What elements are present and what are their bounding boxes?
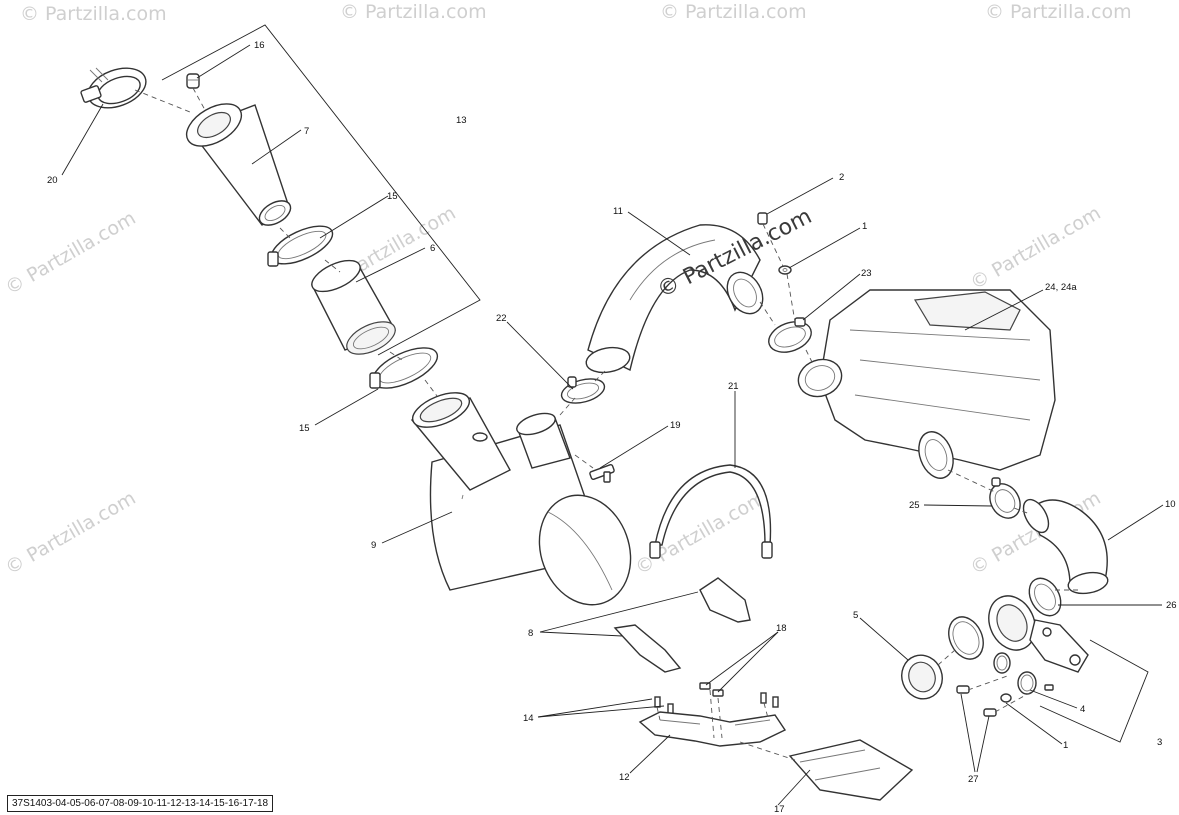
watermark-text: © Partzilla.com xyxy=(20,3,167,25)
callout-3: 3 xyxy=(1157,737,1162,748)
callout-17: 17 xyxy=(774,804,785,815)
callout-23: 23 xyxy=(861,268,872,279)
callout-12: 12 xyxy=(619,772,630,783)
callout-27: 27 xyxy=(968,774,979,785)
callout-18: 18 xyxy=(776,623,787,634)
watermark-text: © Partzilla.com xyxy=(2,487,140,579)
callout-26: 26 xyxy=(1166,600,1177,611)
callout-15-upper: 15 xyxy=(387,191,398,202)
callout-9: 9 xyxy=(371,540,376,551)
callout-24: 24, 24a xyxy=(1045,282,1077,293)
watermark-text: © Partzilla.com xyxy=(985,1,1132,23)
part-6-sleeve xyxy=(311,259,397,355)
part-4-screw xyxy=(1044,684,1054,691)
assembly-dash-lines xyxy=(134,87,1078,761)
part-17-shield xyxy=(788,739,914,801)
callout-6: 6 xyxy=(430,243,435,254)
callout-16: 16 xyxy=(254,40,265,51)
part-7-pipe xyxy=(185,103,292,226)
callout-22: 22 xyxy=(496,313,507,324)
callout-19: 19 xyxy=(670,420,681,431)
part-12-plate xyxy=(638,711,787,747)
watermark-text: © Partzilla.com xyxy=(2,207,140,299)
callout-8: 8 xyxy=(528,628,533,639)
watermark-text: © Partzilla.com xyxy=(660,1,807,23)
callout-1-top: 1 xyxy=(862,221,867,232)
part-15-clamp-upper xyxy=(267,225,334,267)
part-8-bracket-lower xyxy=(613,624,682,673)
callout-11: 11 xyxy=(613,206,623,217)
part-20-clamp xyxy=(80,67,147,109)
group-13-bracket xyxy=(161,24,481,356)
part-11-bent-pipe xyxy=(585,224,764,374)
part-21-strap xyxy=(649,464,773,559)
callout-15-lower: 15 xyxy=(299,423,310,434)
part-18-screws xyxy=(699,682,724,697)
callout-21: 21 xyxy=(728,381,739,392)
watermark-text: © Partzilla.com xyxy=(632,487,770,579)
callout-10: 10 xyxy=(1165,499,1176,510)
callout-5: 5 xyxy=(853,610,858,621)
part-5-ring xyxy=(901,654,943,700)
callout-7: 7 xyxy=(304,126,309,137)
part-10-elbow xyxy=(1022,498,1109,595)
part-3-outlet-assembly xyxy=(988,595,1089,673)
part-15-clamp-lower xyxy=(369,347,439,389)
part-9-muffler xyxy=(410,392,632,606)
leader-lines xyxy=(61,44,1164,806)
callout-labels: 20 16 7 13 15 6 15 9 2 1 11 23 24, 24a 2… xyxy=(47,40,1177,815)
callout-14: 14 xyxy=(523,713,534,724)
callout-2: 2 xyxy=(839,172,844,183)
watermark-text: © Partzilla.com xyxy=(340,1,487,23)
callout-4: 4 xyxy=(1080,704,1085,715)
callout-1-bottom: 1 xyxy=(1063,740,1068,751)
group-3-bracket xyxy=(1039,639,1149,743)
gasket-small xyxy=(993,652,1037,695)
part-19-sensor xyxy=(589,464,615,483)
part-23-clamp xyxy=(768,317,812,353)
gasket-large xyxy=(948,616,984,660)
callout-13: 13 xyxy=(456,115,467,126)
watermark-text: © Partzilla.com xyxy=(967,202,1105,294)
part-25-clamp xyxy=(989,477,1021,519)
diagram-code-label: 37S1403-04-05-06-07-08-09-10-11-12-13-14… xyxy=(7,795,274,812)
part-2-bolt xyxy=(757,212,768,225)
part-1-washer-bottom xyxy=(1000,693,1012,703)
part-24-resonator xyxy=(797,289,1056,479)
part-8-bracket-upper xyxy=(699,577,751,623)
callout-20: 20 xyxy=(47,175,58,186)
part-16-bolt xyxy=(186,73,200,89)
callout-25: 25 xyxy=(909,500,920,511)
part-22-clamp xyxy=(560,376,606,404)
part-27-screws xyxy=(956,685,997,717)
part-1-washer-top xyxy=(778,265,792,275)
